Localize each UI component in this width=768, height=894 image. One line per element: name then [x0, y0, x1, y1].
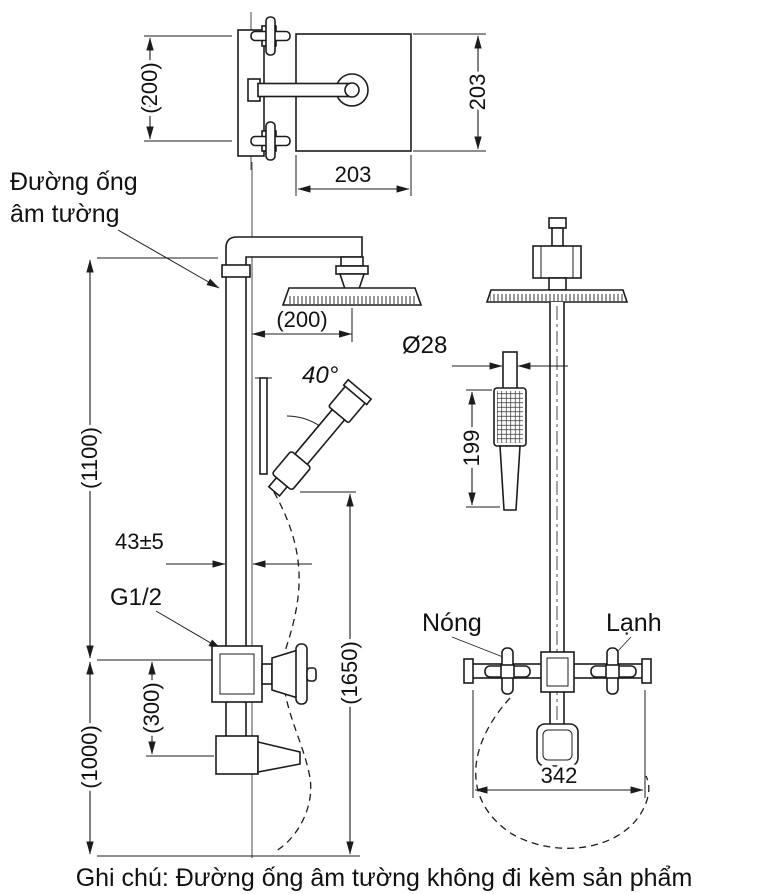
dim-spout-drop: (300) [136, 661, 214, 757]
callout-concealed-pipe: Đường ống âm tường [10, 168, 220, 289]
cold-label: Lạnh [606, 609, 662, 637]
dim-handshower-length: 199 [456, 389, 500, 508]
dim-upper-run: (1100) [74, 257, 218, 661]
concealed-pipe-leader [117, 229, 220, 289]
concealed-pipe-label-line1: Đường ống [10, 168, 138, 196]
angle-label: 40° [302, 362, 339, 389]
thread-leader [155, 610, 222, 650]
outlet-block-side [536, 723, 579, 767]
hand-shower-stem [502, 351, 518, 391]
hand-shower-body [267, 378, 373, 497]
angle-callout: 40° [286, 362, 339, 431]
thread-label: G1/2 [110, 584, 162, 611]
diameter-label: Ø28 [402, 332, 447, 359]
dim-arm-reach: (200) [251, 307, 353, 342]
cold-handle-icon [590, 647, 637, 695]
spout-nose [257, 740, 301, 773]
overhead-shower-side [485, 289, 629, 303]
dim-label-300: (300) [139, 682, 164, 733]
footnote: Ghi chú: Đường ống âm tường không đi kèm… [76, 864, 693, 892]
dim-label-top-203-h: 203 [335, 162, 372, 187]
hand-shower-front [255, 377, 373, 497]
hand-shower-side [493, 351, 527, 511]
label-hot: Nóng [422, 609, 504, 658]
hand-shower-grip [499, 445, 521, 511]
spout-body [215, 735, 259, 775]
dim-top-plate-height: 203 [413, 33, 494, 152]
nozzle-hatch [287, 296, 417, 304]
hot-label: Nóng [422, 609, 482, 637]
mixer-valve-front [211, 643, 317, 705]
dim-top-valve-height: (200) [134, 35, 232, 142]
mount-block [532, 245, 582, 279]
mixer-valve-side [463, 647, 652, 695]
slide-bracket [259, 377, 268, 475]
concealed-pipe-label-line2: âm tường [10, 200, 120, 228]
top-view: (200) 203 203 [134, 12, 494, 196]
dim-label-43: 43±5 [115, 529, 164, 554]
dim-label-1000: (1000) [77, 725, 102, 789]
spout-front [215, 735, 301, 775]
dim-label-top-203-v: 203 [465, 74, 490, 111]
outlet-pipe [257, 82, 354, 98]
side-view: Ø28 199 Nóng Lạnh [402, 217, 662, 849]
top-fitting-side [532, 217, 582, 291]
dim-lower-run: (1000) [74, 661, 360, 857]
hot-handle-icon [484, 647, 531, 695]
dim-pipe-diameter: Ø28 [402, 332, 568, 370]
valve-cross-handle [295, 643, 308, 705]
front-view: (200) 40° 43±5 [74, 162, 423, 858]
riser-pipe [225, 236, 363, 773]
elbow-collar [221, 264, 251, 278]
dim-label-top-200: (200) [137, 62, 162, 113]
dim-label-1100: (1100) [77, 427, 102, 489]
label-cold: Lạnh [606, 609, 662, 654]
dim-label-arm-200: (200) [276, 307, 327, 332]
dim-label-1650: (1650) [337, 641, 362, 705]
shower-hose-side [475, 697, 650, 849]
overhead-shower-front [281, 256, 423, 306]
callout-thread: G1/2 [110, 584, 222, 650]
dim-label-199: 199 [459, 430, 484, 467]
valve-handle-cone [271, 648, 299, 700]
dim-top-plate-width: 203 [295, 155, 412, 196]
shower-hose-front [273, 491, 312, 853]
dim-label-342: 342 [541, 763, 578, 788]
dim-valve-width: 342 [472, 690, 646, 798]
dim-column-height: (1650) [300, 491, 366, 855]
holder-clamp [272, 451, 311, 491]
riser-pipe-side [549, 302, 565, 724]
dim-wall-offset: 43±5 [115, 529, 312, 568]
top-view-valve [237, 16, 369, 161]
